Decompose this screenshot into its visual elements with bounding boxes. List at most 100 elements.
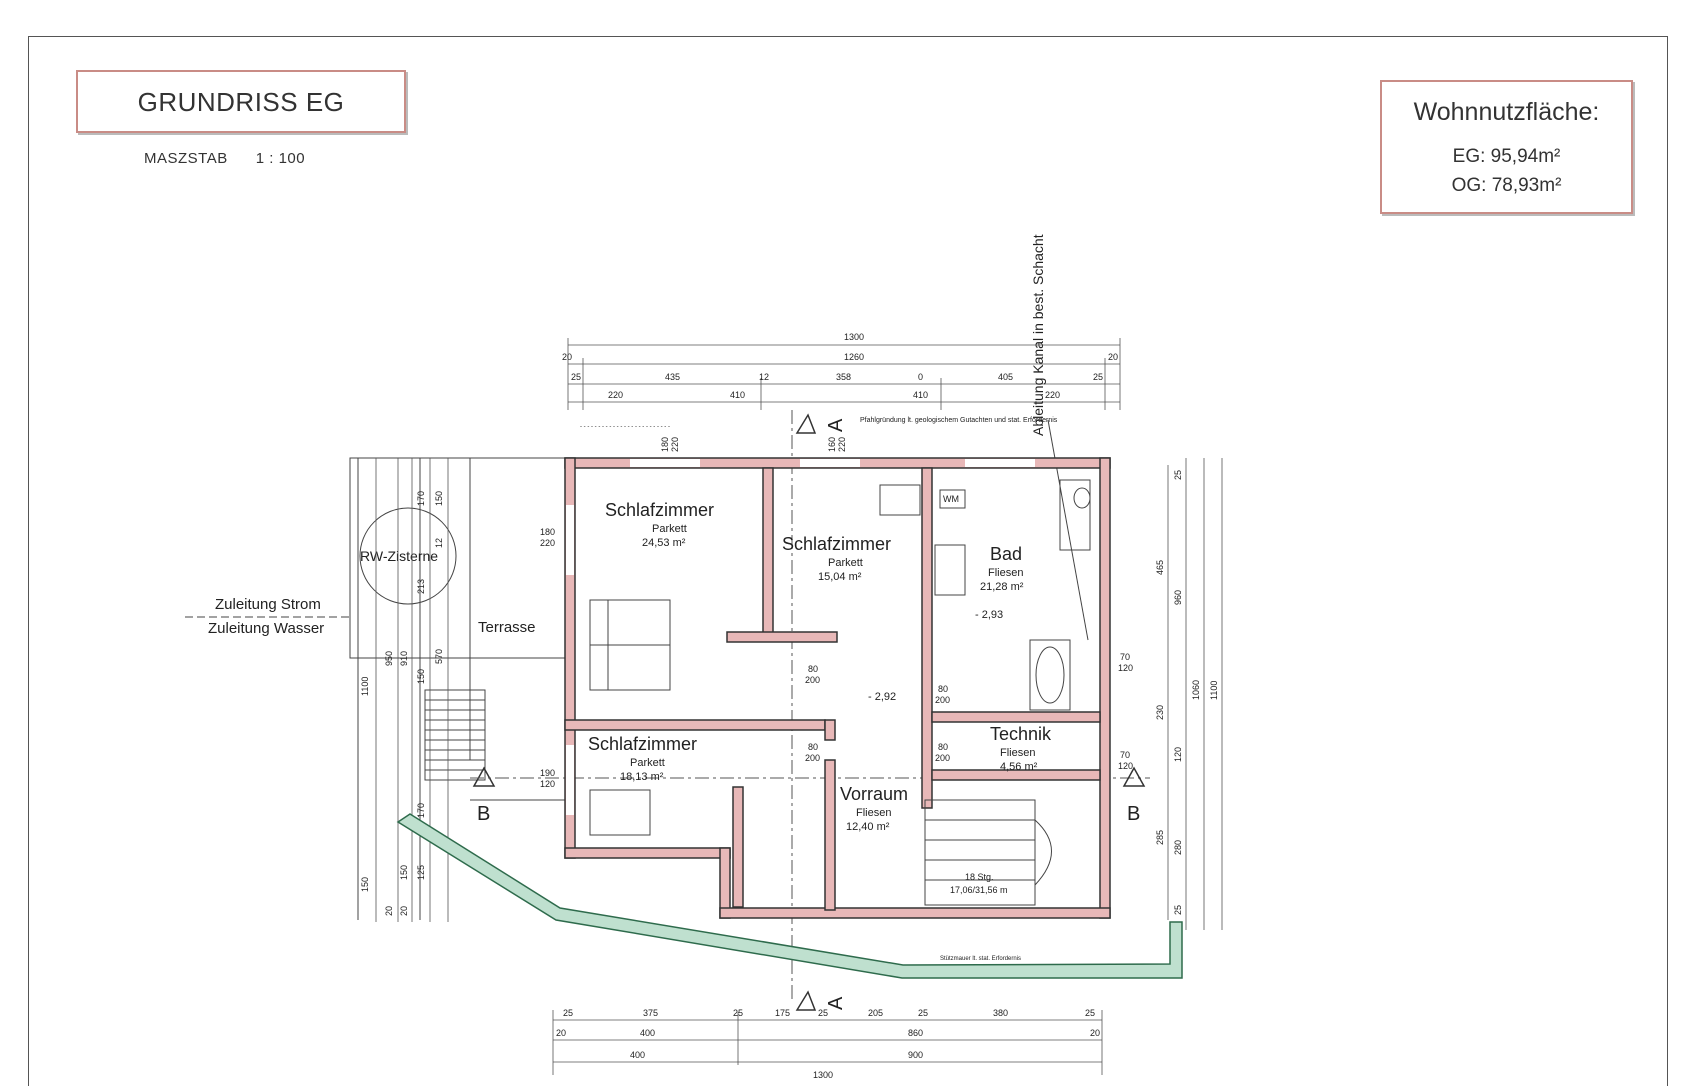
section-a-label-top: A <box>825 418 847 432</box>
building-walls <box>564 457 1111 919</box>
dim-open-11: 200 <box>935 695 950 705</box>
living-area-eg: EG: 95,94m² <box>1452 146 1561 167</box>
dim-left-5: 12 <box>434 538 444 548</box>
cistern-label: RW-Zisterne <box>360 548 438 564</box>
dim-left-6: 213 <box>416 579 426 594</box>
room-area: 21,28 m² <box>980 581 1024 593</box>
dim-left-0: 1100 <box>360 677 370 696</box>
terrace-structure: RW-Zisterne Terrasse Zuleitung Strom Zul… <box>185 457 566 920</box>
dim-bot-r3-0: 400 <box>630 1050 645 1060</box>
dim-left-4: 150 <box>434 491 444 506</box>
dim-bot-r1-6: 25 <box>918 1008 928 1018</box>
room-schlafzimmer-1: Schlafzimmer Parkett 24,53 m² <box>605 500 714 549</box>
room-name: Vorraum <box>840 784 908 804</box>
dim-bot-total: 1300 <box>813 1070 833 1080</box>
room-name: Technik <box>990 724 1052 744</box>
room-area: 15,04 m² <box>818 571 862 583</box>
room-name: Schlafzimmer <box>588 734 697 754</box>
dim-left-14: 20 <box>399 906 409 916</box>
drawing-title: GRUNDRISS EG <box>137 87 345 117</box>
stairs-label-1: 18 Stg. <box>965 872 994 882</box>
dim-open-14: 80 <box>938 742 948 752</box>
dim-left-7: 570 <box>434 649 444 664</box>
dim-top-r2-2: 410 <box>913 390 928 400</box>
title-box: GRUNDRISS EG <box>76 70 406 133</box>
room-floor: Fliesen <box>988 567 1023 579</box>
dim-left-8: 150 <box>416 669 426 684</box>
dim-left-10: 150 <box>360 877 370 892</box>
dim-top-r2-1: 410 <box>730 390 745 400</box>
room-area: 4,56 m² <box>1000 761 1038 773</box>
dim-top-r1-0: 25 <box>571 372 581 382</box>
room-technik: Technik Fliesen 4,56 m² <box>990 724 1052 773</box>
wm-label: WM <box>943 494 959 504</box>
dim-open-2: 160 <box>827 437 837 452</box>
dim-right-2: 230 <box>1155 705 1165 720</box>
top-note-left: - - - - - - - - - - - - - - - - - - - - … <box>580 424 670 430</box>
drawing-sheet <box>28 36 1668 1086</box>
living-area-og: OG: 78,93m² <box>1451 175 1562 196</box>
opening-dimensions: 180 220 160 220 180 220 190 120 80 200 8… <box>540 437 1133 789</box>
dim-bot-r1-3: 175 <box>775 1008 790 1018</box>
dim-open-4: 180 <box>540 527 555 537</box>
dim-top-r1-4: 0 <box>918 372 923 382</box>
section-b-label-right: B <box>1127 803 1140 825</box>
room-area: 12,40 m² <box>846 821 890 833</box>
stairs-label-2: 17,06/31,56 m <box>950 885 1008 895</box>
room-floor: Parkett <box>828 557 863 569</box>
room-floor: Parkett <box>630 757 665 769</box>
dim-bot-r2-3: 20 <box>1090 1028 1100 1038</box>
living-area-box: Wohnnutzfläche: EG: 95,94m² OG: 78,93m² <box>1380 80 1633 214</box>
right-dimensions: 465 960 230 1060 1100 120 285 280 25 25 <box>1155 458 1223 930</box>
living-area-title: Wohnnutzfläche: <box>1413 98 1600 126</box>
dim-right-8: 25 <box>1173 470 1183 480</box>
room-area: 18,13 m² <box>620 771 664 783</box>
dim-open-1: 220 <box>670 437 680 452</box>
dim-top-edge-l: 20 <box>562 352 572 362</box>
dim-top-r2-3: 220 <box>1045 390 1060 400</box>
dim-bot-r1-8: 25 <box>1085 1008 1095 1018</box>
section-b-left: B <box>472 766 496 825</box>
dim-open-18: 70 <box>1120 750 1130 760</box>
terrace-label: Terrasse <box>478 619 536 636</box>
dim-top-total: 1300 <box>844 332 864 342</box>
dim-right-5: 120 <box>1173 747 1183 762</box>
section-a-label-bottom: A <box>825 996 847 1010</box>
dim-open-19: 120 <box>1118 761 1133 771</box>
dim-top-r1-2: 12 <box>759 372 769 382</box>
foundation-note: Pfahlgründung lt. geologischem Gutachten… <box>860 417 1058 424</box>
retaining-wall: Stützmauer lt. stat. Erfordernis <box>396 813 1183 979</box>
dim-right-7: 280 <box>1173 840 1183 855</box>
level-mark-a: - 2,92 <box>868 691 896 703</box>
room-vorraum: Vorraum Fliesen 12,40 m² <box>840 784 908 833</box>
level-mark-b: - 2,93 <box>975 609 1003 621</box>
dim-bot-r1-0: 25 <box>563 1008 573 1018</box>
supply-power-label: Zuleitung Strom <box>215 596 321 613</box>
top-dimensions: 1300 1260 20 20 25 435 12 358 0 405 25 2… <box>562 332 1121 430</box>
dim-top-edge-r: 20 <box>1108 352 1118 362</box>
supply-water-label: Zuleitung Wasser <box>208 620 324 637</box>
dim-open-13: 200 <box>805 753 820 763</box>
section-a-top: A <box>795 413 847 434</box>
retaining-wall-label: Stützmauer lt. stat. Erfordernis <box>940 956 1021 962</box>
dim-left-1: 950 <box>384 651 394 666</box>
dim-right-4: 1100 <box>1209 681 1219 700</box>
dim-top-r1-6: 25 <box>1093 372 1103 382</box>
dim-right-1: 960 <box>1173 590 1183 605</box>
furniture: WM <box>589 479 1091 836</box>
room-floor: Fliesen <box>1000 747 1035 759</box>
dim-open-15: 200 <box>935 753 950 763</box>
dim-bot-r1-2: 25 <box>733 1008 743 1018</box>
dim-bot-r2-1: 400 <box>640 1028 655 1038</box>
dim-top-r1-3: 358 <box>836 372 851 382</box>
room-name: Schlafzimmer <box>782 534 891 554</box>
inner-staircase: 18 Stg. 17,06/31,56 m <box>924 799 1052 906</box>
dim-top-inner: 1260 <box>844 352 864 362</box>
dim-bot-r2-2: 860 <box>908 1028 923 1038</box>
section-a-bottom: A <box>795 990 847 1011</box>
dim-left-12: 150 <box>399 865 409 880</box>
room-schlafzimmer-3: Schlafzimmer Parkett 18,13 m² <box>588 734 697 783</box>
dim-right-3: 1060 <box>1191 680 1201 700</box>
